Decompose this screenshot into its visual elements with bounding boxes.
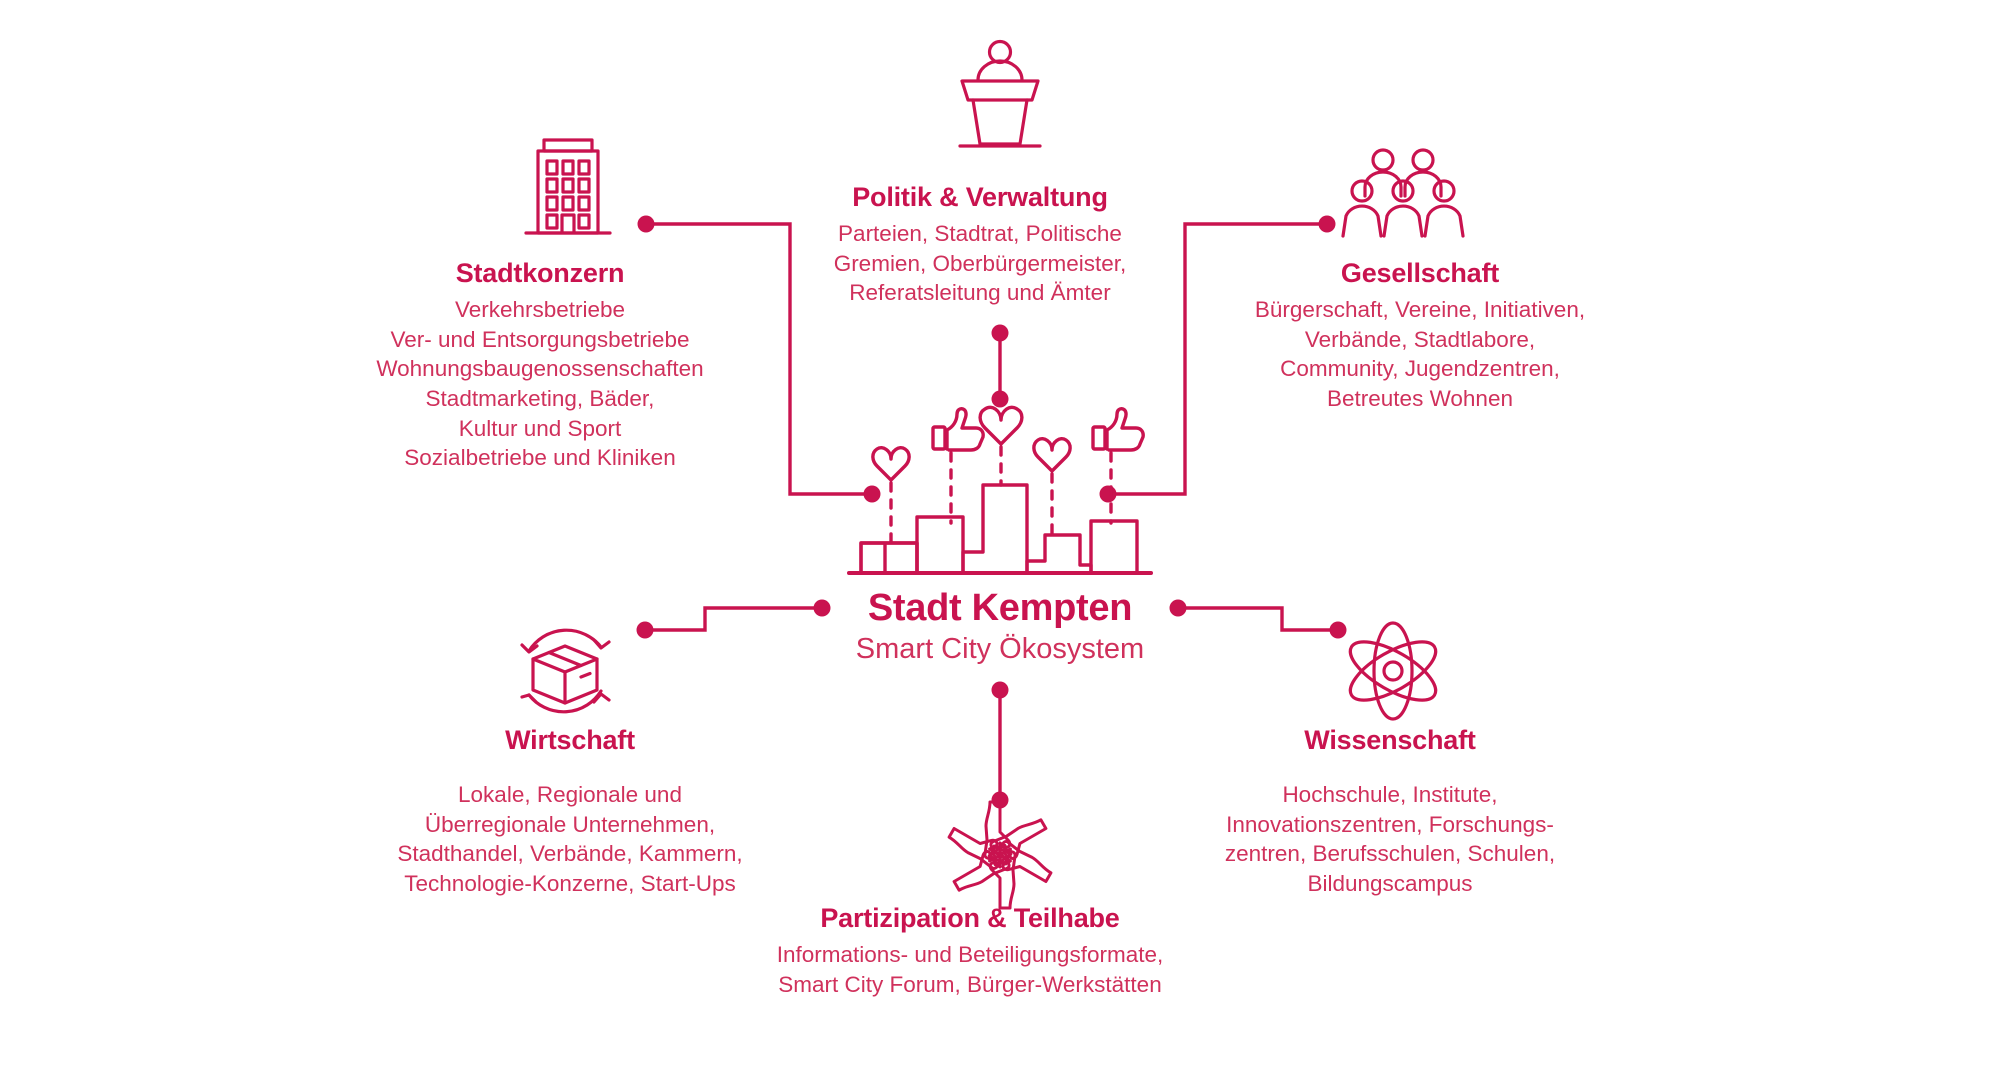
wire-dot-wirtschaft [636, 621, 654, 639]
node-description-partizipation: Informations- und Beteiligungsformate, S… [776, 942, 1164, 997]
node-wirtschaft: Wirtschaft Lokale, Regionale und Überreg… [370, 725, 770, 899]
heart-glyph [1032, 437, 1072, 473]
thumbs-up-glyph [1091, 407, 1145, 452]
center-title: Stadt Kempten [867, 587, 1133, 629]
node-stadtkonzern: Stadtkonzern Verkehrsbetriebe Ver- und E… [320, 258, 760, 473]
speaker-podium-icon [940, 34, 1060, 159]
heart-glyph [978, 405, 1024, 446]
thumbs-up-glyph [931, 407, 985, 452]
node-description-wissenschaft: Hochschule, Institute, Innovationszentre… [1224, 782, 1556, 897]
heart-glyph [871, 446, 911, 482]
node-description-politik: Parteien, Stadtrat, Politische Gremien, … [833, 221, 1127, 306]
hand-glyph [952, 850, 1011, 892]
node-title-stadtkonzern: Stadtkonzern [455, 258, 625, 288]
node-description-wirtschaft: Lokale, Regionale und Überregionale Unte… [397, 782, 743, 897]
wire-dot-partizipation-top [991, 681, 1009, 699]
group-of-people-icon [1338, 146, 1468, 243]
node-wissenschaft: Wissenschaft Hochschule, Institute, Inno… [1190, 725, 1590, 899]
node-description-stadtkonzern: Verkehrsbetriebe Ver- und Entsorgungsbet… [376, 297, 704, 471]
center-node: Stadt Kempten Smart City Ökosystem [700, 587, 1300, 666]
hand-glyph [983, 800, 1012, 860]
node-gesellschaft: Gesellschaft Bürgerschaft, Vereine, Init… [1205, 258, 1635, 414]
hand-glyph [989, 818, 1048, 860]
city-skyline-with-hearts-and-likes-icon [845, 395, 1155, 580]
node-title-wissenschaft: Wissenschaft [1304, 725, 1476, 755]
node-description-gesellschaft: Bürgerschaft, Vereine, Initiativen, Verb… [1254, 297, 1586, 412]
wire-dot-stadtkonzern [637, 215, 655, 233]
wire-dot-gesellschaft [1318, 215, 1336, 233]
node-partizipation-teilhabe: Partizipation & Teilhabe Informations- u… [740, 903, 1200, 999]
atom-icon [1340, 618, 1446, 729]
hand-glyph [997, 840, 1053, 883]
hand-glyph [947, 827, 1003, 870]
node-politik-verwaltung: Politik & Verwaltung Parteien, Stadtrat,… [800, 182, 1160, 308]
node-title-wirtschaft: Wirtschaft [505, 725, 635, 755]
node-title-politik: Politik & Verwaltung [852, 182, 1108, 212]
wire-dot-politik-top [991, 324, 1009, 342]
office-building-icon [518, 136, 618, 247]
node-title-partizipation: Partizipation & Teilhabe [820, 903, 1120, 933]
node-title-gesellschaft: Gesellschaft [1340, 258, 1500, 288]
center-subtitle: Smart City Ökosystem [855, 632, 1145, 665]
package-circular-arrows-icon [512, 618, 618, 729]
joined-hands-circle-icon [930, 800, 1070, 915]
